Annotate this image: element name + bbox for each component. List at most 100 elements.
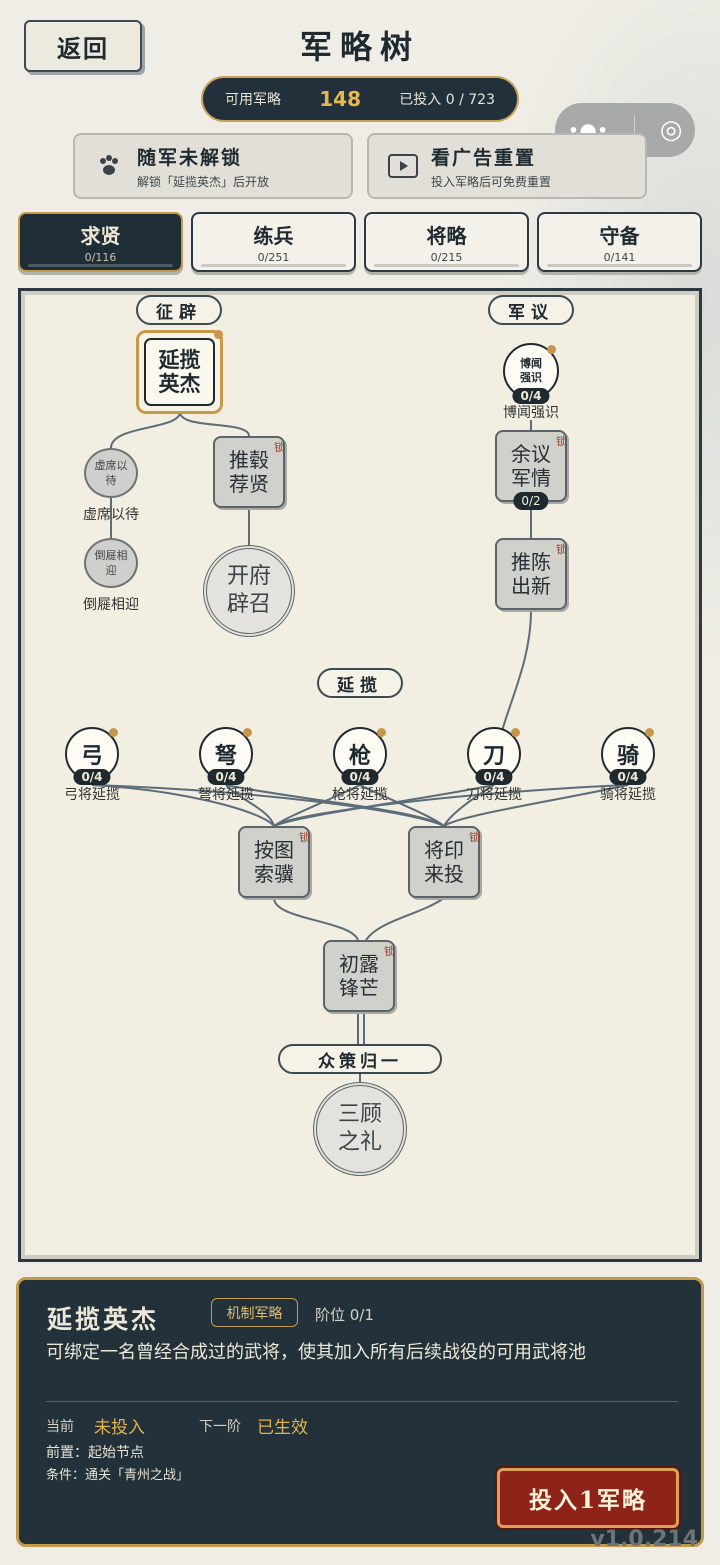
label-daoxi-xiangying: 倒屣相迎 — [83, 597, 139, 613]
recruit-glyph: 骑 — [616, 743, 639, 769]
node-chulu-fengmang-text: 初露锋芒 — [339, 952, 379, 1000]
node-badge: 0/4 — [207, 769, 245, 785]
node-recruit-bow[interactable]: 弓 0/4 — [65, 727, 119, 785]
page-title: 军略树 — [299, 28, 420, 66]
section-zhongce: 众策归一 — [278, 1044, 442, 1074]
node-yanlan-yingjie[interactable]: 延揽英杰 — [144, 338, 215, 406]
paw-icon — [93, 150, 125, 182]
node-badge: 0/2 — [513, 492, 549, 510]
tab-shoubei[interactable]: 守备 0/141 — [537, 212, 702, 272]
detail-rank: 阶位 0/1 — [315, 1306, 374, 1324]
lock-icon: 锁 — [274, 441, 285, 454]
node-yanlan-yingjie-frame[interactable]: 延揽英杰 — [136, 330, 223, 414]
tab-label: 练兵 — [253, 224, 294, 248]
node-kaifu-pizhao[interactable]: 开府辟召 — [203, 545, 295, 637]
tab-progress — [28, 264, 173, 267]
current-value: 未投入 — [94, 1418, 145, 1438]
back-button[interactable]: 返回 — [24, 20, 142, 72]
section-junyi: 军议 — [488, 295, 574, 325]
node-badge: 0/4 — [475, 769, 513, 785]
detail-description: 可绑定一名曾经合成过的武将，使其加入所有后续战役的可用武将池 — [46, 1342, 586, 1363]
lock-icon: 锁 — [384, 945, 395, 958]
tab-label: 守备 — [599, 224, 640, 248]
tab-label: 求贤 — [80, 224, 121, 248]
tab-progress — [374, 264, 519, 267]
divider — [46, 1401, 678, 1402]
lock-icon: 锁 — [556, 543, 567, 556]
capsule-divider — [633, 115, 635, 145]
status-dot — [645, 728, 654, 737]
tab-label: 将略 — [426, 224, 467, 248]
tab-lianbing[interactable]: 练兵 0/251 — [191, 212, 356, 272]
tab-count: 0/251 — [257, 251, 290, 264]
available-label: 可用军略 — [225, 92, 281, 108]
node-an-tu-suoji[interactable]: 按图索骥 锁 — [238, 826, 310, 898]
prereq-text: 前置：起始节点 — [46, 1445, 144, 1461]
status-dot — [377, 728, 386, 737]
tab-count: 0/215 — [430, 251, 463, 264]
next-label: 下一阶 — [199, 1419, 241, 1435]
node-badge: 0/4 — [609, 769, 647, 785]
recruit-glyph: 刀 — [482, 743, 505, 769]
tab-progress — [547, 264, 692, 267]
node-yuyi-junqing-text: 余议军情 — [511, 442, 551, 490]
label-bowen-qiangshi: 博闻强识 — [503, 405, 559, 421]
node-tuigu-jianxian[interactable]: 推毂荐贤 锁 — [213, 436, 285, 508]
node-recruit-cavalry[interactable]: 骑 0/4 — [601, 727, 655, 785]
node-chulu-fengmang[interactable]: 初露锋芒 锁 — [323, 940, 395, 1012]
label-recruit-spear: 枪将延揽 — [332, 787, 388, 803]
invested-label: 已投入 — [399, 92, 442, 108]
reset-subtitle: 投入军略后可免费重置 — [431, 174, 552, 189]
resource-bar: 可用军略 148 已投入 0 / 723 — [201, 76, 519, 122]
follower-subtitle: 解锁「延揽英杰」后开放 — [137, 174, 270, 189]
node-xuxi-yidai[interactable]: 虚席以待 — [84, 448, 138, 498]
node-badge: 0/4 — [512, 388, 550, 404]
node-badge: 0/4 — [73, 769, 111, 785]
status-dot — [243, 728, 252, 737]
invest-button[interactable]: 投入1军略 — [497, 1468, 679, 1528]
recruit-glyph: 弓 — [80, 743, 103, 769]
detail-tag: 机制军略 — [211, 1298, 298, 1327]
node-sangu-zhili[interactable]: 三顾之礼 — [313, 1082, 407, 1176]
recruit-glyph: 枪 — [348, 743, 371, 769]
label-recruit-crossbow: 弩将延揽 — [198, 787, 254, 803]
node-tuichen-chuxin-text: 推陈出新 — [511, 550, 551, 598]
version-label: v1.0.214 — [590, 1527, 698, 1552]
status-dot — [214, 330, 223, 339]
status-dot — [109, 728, 118, 737]
video-icon — [387, 150, 419, 182]
node-bowen-qiangshi[interactable]: 博闻强识 0/4 — [503, 343, 559, 404]
node-tuigu-jianxian-text: 推毂荐贤 — [229, 448, 269, 496]
node-recruit-spear[interactable]: 枪 0/4 — [333, 727, 387, 785]
label-xuxi-yidai: 虚席以待 — [83, 507, 139, 523]
condition-text: 条件：通关「青州之战」 — [46, 1468, 190, 1483]
status-dot — [547, 345, 556, 354]
follower-button[interactable]: 随军未解锁 解锁「延揽英杰」后开放 — [73, 133, 353, 199]
tab-jianglue[interactable]: 将略 0/215 — [364, 212, 529, 272]
next-value: 已生效 — [257, 1418, 308, 1438]
tab-qiuxian[interactable]: 求贤 0/116 — [18, 212, 183, 272]
section-yanlan: 延揽 — [317, 668, 403, 698]
reset-button[interactable]: 看广告重置 投入军略后可免费重置 — [367, 133, 647, 199]
invested-value: 0 / 723 — [445, 92, 495, 108]
node-recruit-crossbow[interactable]: 弩 0/4 — [199, 727, 253, 785]
tab-progress — [201, 264, 346, 267]
tab-count: 0/141 — [603, 251, 636, 264]
node-daoxi-xiangying[interactable]: 倒屣相迎 — [84, 538, 138, 588]
node-tuichen-chuxin[interactable]: 推陈出新 锁 — [495, 538, 567, 610]
close-icon[interactable]: ◎ — [659, 115, 683, 145]
lock-icon: 锁 — [299, 831, 310, 844]
follower-title: 随军未解锁 — [137, 146, 243, 169]
node-recruit-blade[interactable]: 刀 0/4 — [467, 727, 521, 785]
lock-icon: 锁 — [556, 435, 567, 448]
current-label: 当前 — [46, 1419, 74, 1435]
reset-title: 看广告重置 — [431, 146, 537, 169]
node-yuyi-junqing[interactable]: 余议军情 锁 0/2 — [495, 430, 567, 510]
node-bowen-qiangshi-text: 博闻强识 — [520, 357, 542, 384]
node-jiangyin-laitou[interactable]: 将印来投 锁 — [408, 826, 480, 898]
label-recruit-blade: 刀将延揽 — [466, 787, 522, 803]
tab-count: 0/116 — [84, 251, 117, 264]
lock-icon: 锁 — [469, 831, 480, 844]
label-recruit-bow: 弓将延揽 — [64, 787, 120, 803]
detail-name: 延揽英杰 — [47, 1305, 160, 1334]
